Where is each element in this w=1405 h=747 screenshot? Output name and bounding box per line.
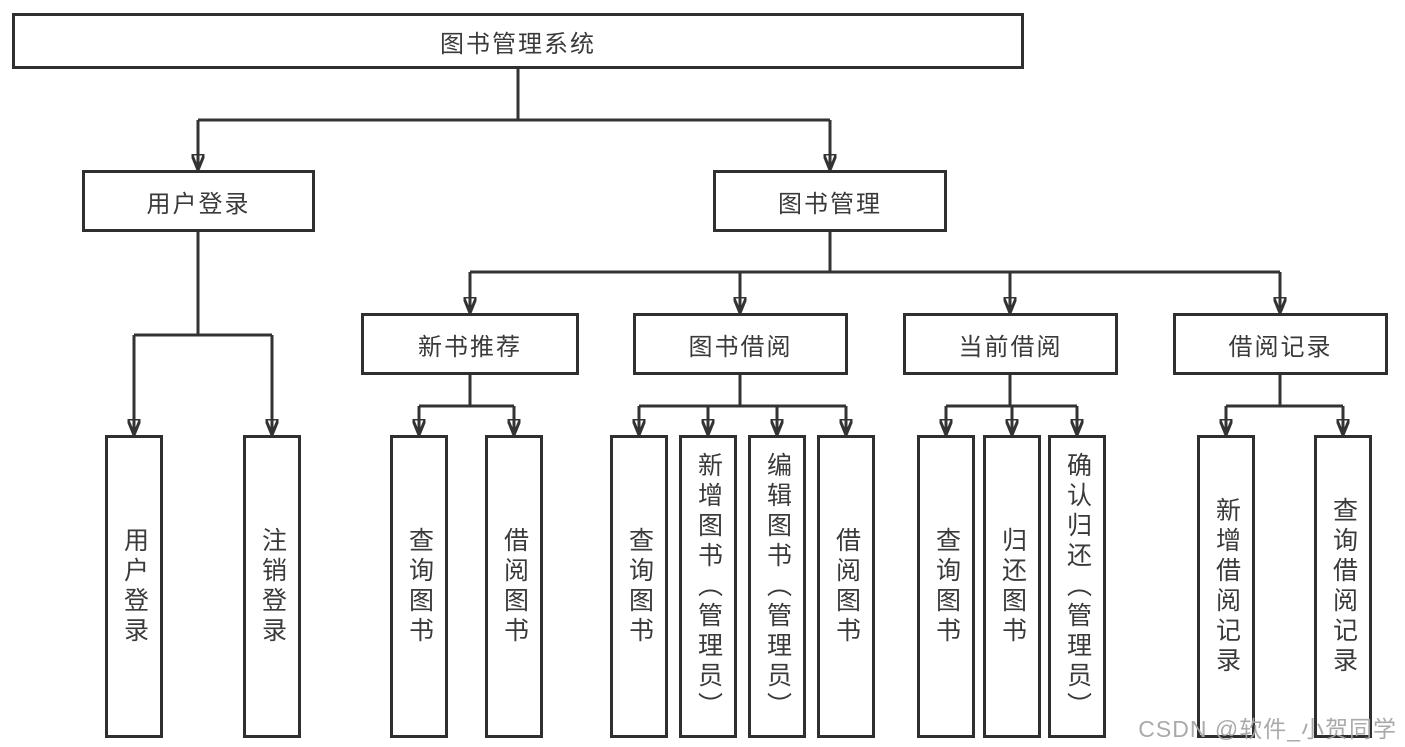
- leaf-user-login: 用户登录: [105, 435, 163, 738]
- node-library-management-system: 图书管理系统: [12, 13, 1024, 69]
- leaf-confirm-return-admin: 确认归还（管理员）: [1048, 435, 1106, 738]
- node-book-management: 图书管理: [713, 170, 947, 232]
- leaf-logout: 注销登录: [243, 435, 301, 738]
- node-book-borrowing: 图书借阅: [633, 313, 848, 375]
- node-new-book-recommendation: 新书推荐: [361, 313, 579, 375]
- csdn-watermark: CSDN @软件_小贺同学: [1138, 716, 1397, 742]
- node-borrowing-records: 借阅记录: [1173, 313, 1388, 375]
- leaf-borrow-books: 借阅图书: [817, 435, 875, 738]
- leaf-query-borrow-record: 查询借阅记录: [1314, 435, 1372, 738]
- node-user-login: 用户登录: [82, 170, 315, 232]
- leaf-add-borrow-record: 新增借阅记录: [1197, 435, 1255, 738]
- connector-rails: [134, 69, 1343, 408]
- leaf-edit-book-admin: 编辑图书（管理员）: [748, 435, 806, 738]
- leaf-query-books: 查询图书: [917, 435, 975, 738]
- leaf-query-books: 查询图书: [390, 435, 448, 738]
- node-current-borrowing: 当前借阅: [903, 313, 1118, 375]
- leaf-add-book-admin: 新增图书（管理员）: [679, 435, 737, 738]
- leaf-query-books: 查询图书: [610, 435, 668, 738]
- leaf-return-books: 归还图书: [983, 435, 1041, 738]
- leaf-borrow-books: 借阅图书: [485, 435, 543, 738]
